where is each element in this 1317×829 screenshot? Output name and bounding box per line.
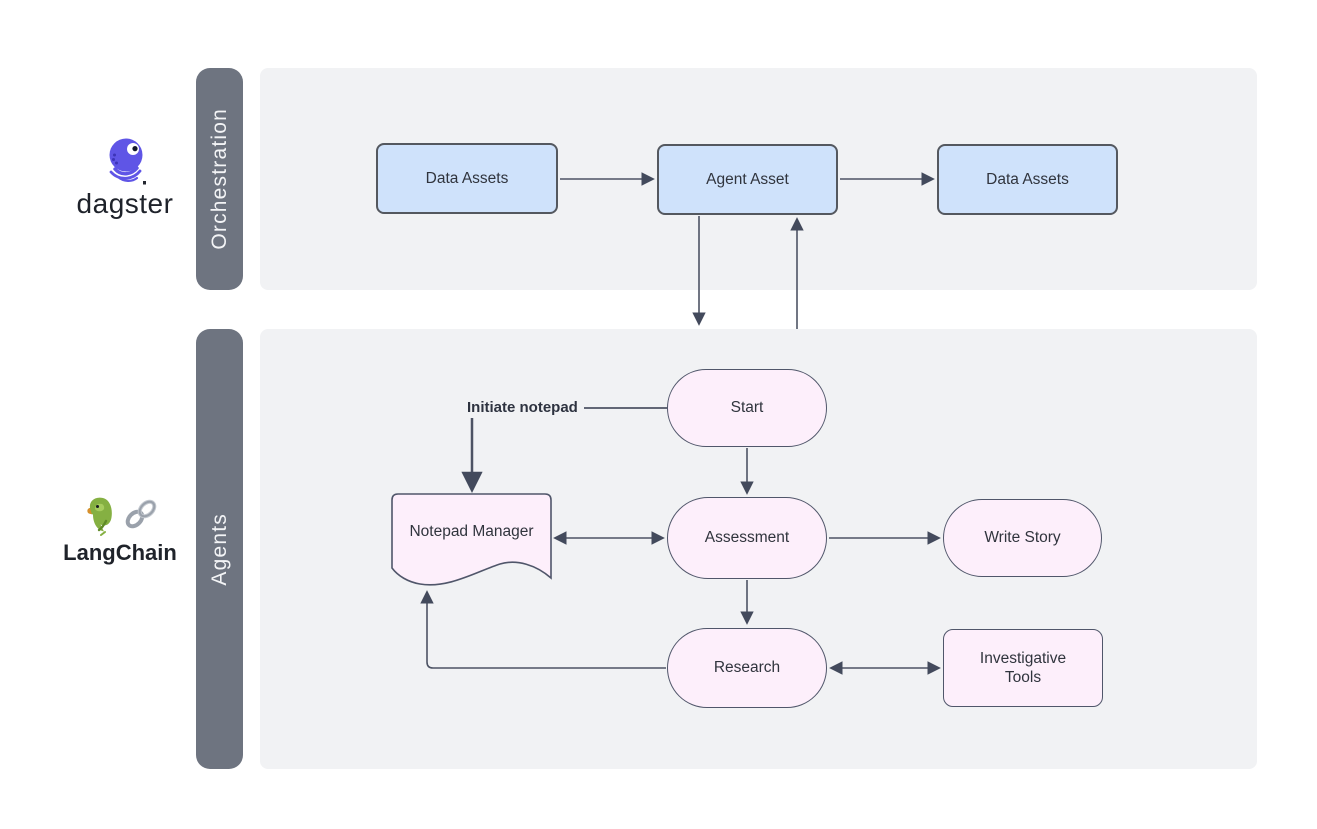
agents-lane-header: Agents xyxy=(196,329,243,769)
node-start: Start xyxy=(667,369,827,447)
dagster-octopus-icon xyxy=(109,138,146,185)
node-label: Assessment xyxy=(704,529,790,547)
node-label-line2: Tools xyxy=(1004,669,1042,686)
dagster-wordmark: dagster xyxy=(76,188,174,219)
node-label: Agent Asset xyxy=(706,170,789,188)
node-label: Data Assets xyxy=(425,169,509,187)
node-label: Data Assets xyxy=(986,170,1069,188)
node-label: Start xyxy=(730,399,764,417)
node-label: Notepad Manager xyxy=(409,523,534,540)
chain-link-icon xyxy=(125,499,157,529)
langchain-wordmark: LangChain xyxy=(63,540,177,565)
agents-lane-label: Agents xyxy=(207,512,231,586)
node-write-story: Write Story xyxy=(943,499,1102,577)
langchain-logo: LangChain xyxy=(55,494,185,566)
node-label-line1: Investigative xyxy=(979,649,1067,667)
parrot-icon xyxy=(87,497,112,536)
node-notepad-manager: Notepad Manager xyxy=(392,494,551,570)
node-investigative-tools: Investigative Tools xyxy=(943,629,1103,707)
orchestration-lane-label: Orchestration xyxy=(207,108,231,250)
node-label: Write Story xyxy=(984,529,1061,547)
node-label: Research xyxy=(713,659,781,677)
node-research: Research xyxy=(667,628,827,708)
edge-label-initiate-notepad: Initiate notepad xyxy=(467,399,578,416)
node-assessment: Assessment xyxy=(667,497,827,579)
dagster-logo: dagster xyxy=(60,136,190,220)
node-data-assets-left: Data Assets xyxy=(376,143,558,214)
orchestration-lane-header: Orchestration xyxy=(196,68,243,290)
node-data-assets-right: Data Assets xyxy=(937,144,1118,215)
node-agent-asset: Agent Asset xyxy=(657,144,838,215)
